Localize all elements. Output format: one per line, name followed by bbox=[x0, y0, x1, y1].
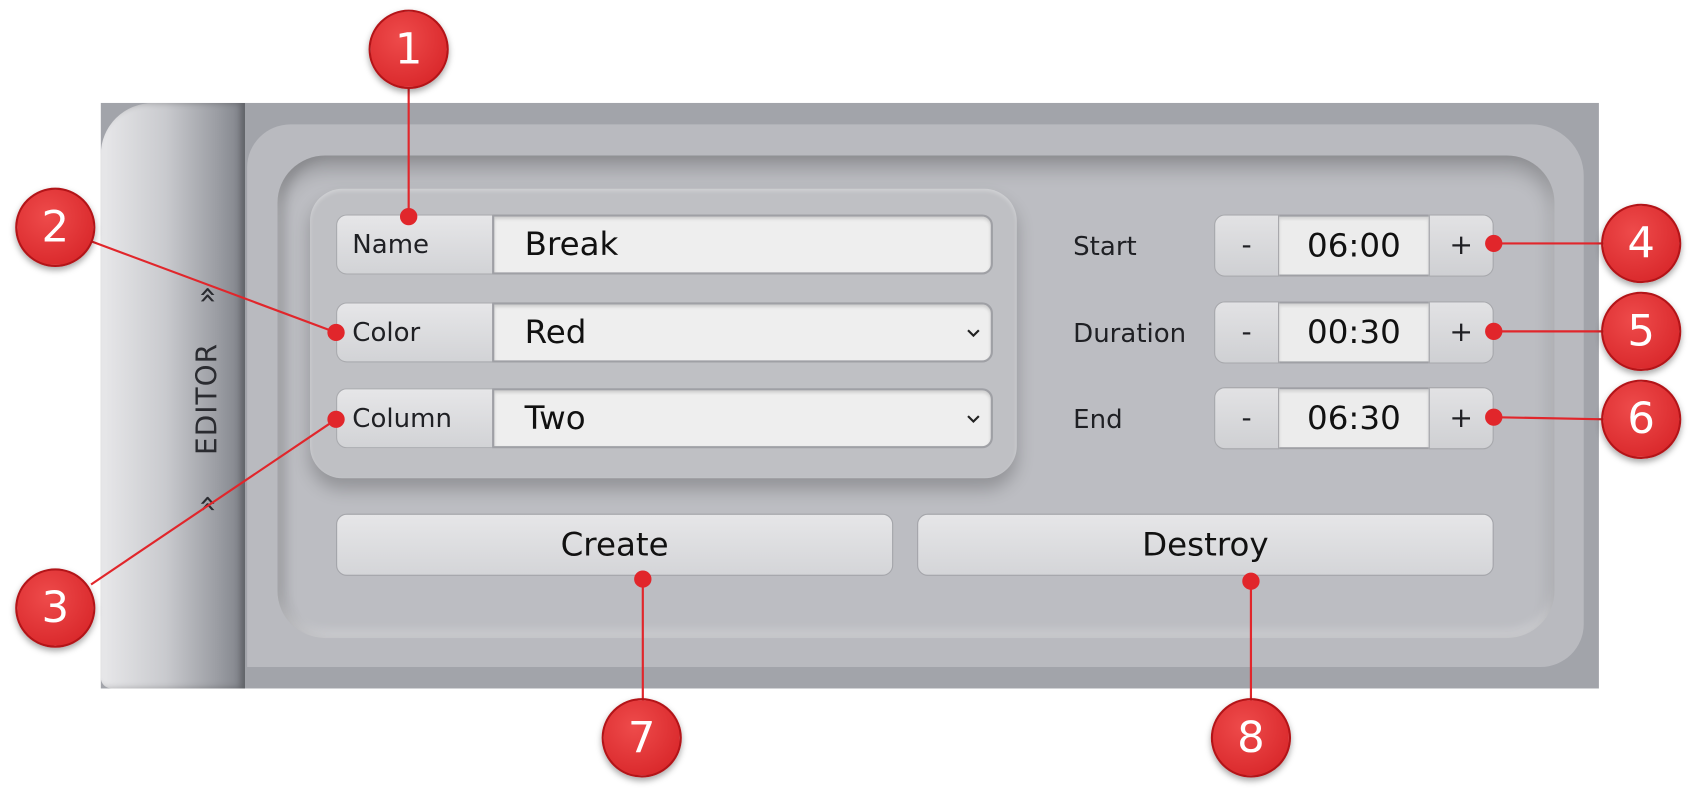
start-decrement-button[interactable]: - bbox=[1214, 214, 1280, 277]
name-input-value: Break bbox=[524, 225, 619, 264]
end-decrement-button[interactable]: - bbox=[1214, 387, 1280, 450]
callout-marker-1: 1 bbox=[368, 9, 449, 90]
callout-marker-7: 7 bbox=[601, 698, 682, 778]
start-value[interactable]: 06:00 bbox=[1279, 214, 1429, 277]
callout-marker-2: 2 bbox=[15, 187, 96, 268]
destroy-button[interactable]: Destroy bbox=[917, 513, 1494, 576]
callout-marker-6: 6 bbox=[1601, 379, 1682, 459]
column-label: Column bbox=[336, 388, 493, 449]
column-select[interactable]: Two bbox=[492, 388, 993, 449]
callout-marker-4: 4 bbox=[1601, 203, 1682, 284]
duration-stepper: - 00:30 + bbox=[1214, 301, 1494, 364]
column-select-value: Two bbox=[524, 399, 586, 438]
chevron-down-icon bbox=[967, 415, 980, 423]
chevron-down-icon bbox=[967, 329, 980, 338]
end-value[interactable]: 06:30 bbox=[1279, 387, 1429, 450]
create-button[interactable]: Create bbox=[336, 513, 894, 576]
start-label: Start bbox=[1073, 231, 1137, 262]
color-select-value: Red bbox=[524, 313, 587, 352]
duration-decrement-button[interactable]: - bbox=[1214, 301, 1280, 364]
color-select[interactable]: Red bbox=[492, 302, 993, 363]
editor-tab-text: EDITOR bbox=[191, 342, 224, 455]
end-increment-button[interactable]: + bbox=[1428, 387, 1494, 450]
callout-marker-5: 5 bbox=[1601, 291, 1682, 372]
callout-marker-3: 3 bbox=[15, 568, 96, 648]
color-label: Color bbox=[336, 302, 493, 363]
duration-value[interactable]: 00:30 bbox=[1279, 301, 1429, 364]
editor-tab[interactable] bbox=[100, 102, 245, 689]
chevron-left-icon: » bbox=[188, 493, 224, 514]
editor-tab-label[interactable]: » EDITOR » bbox=[188, 285, 224, 513]
name-input[interactable]: Break bbox=[492, 214, 993, 275]
end-stepper: - 06:30 + bbox=[1214, 387, 1494, 450]
duration-increment-button[interactable]: + bbox=[1428, 301, 1494, 364]
name-label: Name bbox=[336, 214, 493, 275]
start-increment-button[interactable]: + bbox=[1428, 214, 1494, 277]
callout-marker-8: 8 bbox=[1210, 698, 1292, 778]
end-label: End bbox=[1073, 404, 1123, 435]
duration-label: Duration bbox=[1073, 318, 1187, 349]
chevron-right-icon: » bbox=[188, 284, 224, 305]
start-stepper: - 06:00 + bbox=[1214, 214, 1494, 277]
